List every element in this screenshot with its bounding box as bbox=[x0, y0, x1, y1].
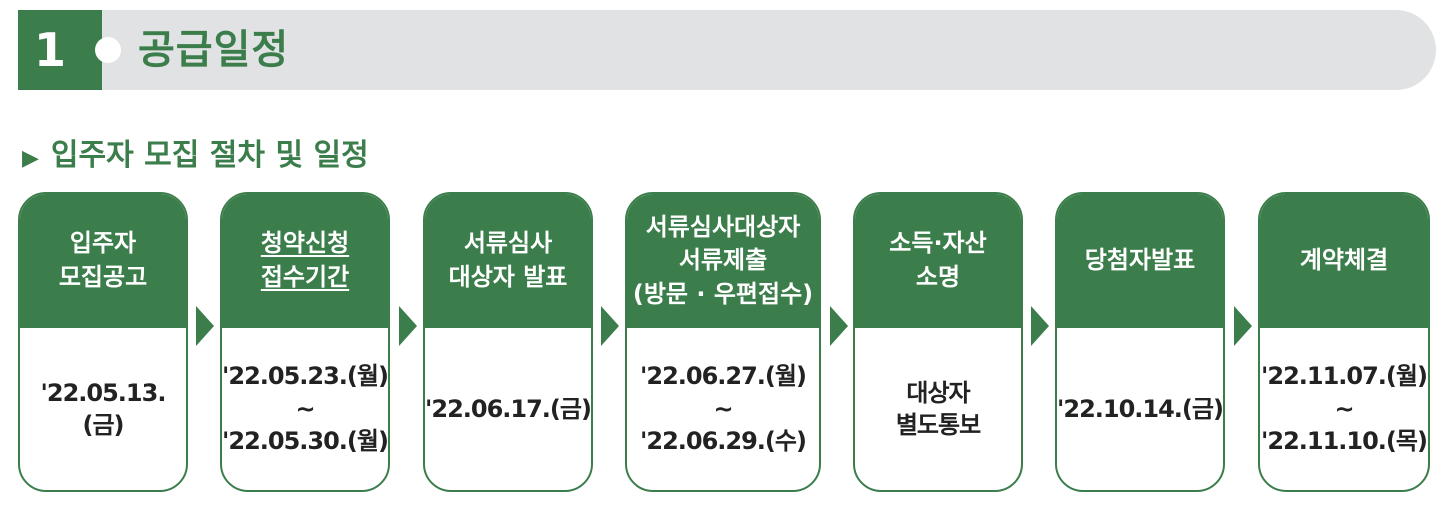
step-title: 소득·자산 소명 bbox=[855, 194, 1021, 328]
step-date: 대상자 별도통보 bbox=[895, 378, 981, 439]
step-date: '22.11.07.(월) ~ '22.11.10.(목) bbox=[1261, 362, 1428, 456]
step-card-application-period: 청약신청 접수기간 '22.05.23.(월) ~ '22.05.30.(월) bbox=[220, 192, 390, 492]
step-title: 계약체결 bbox=[1260, 194, 1428, 328]
step-title: 서류심사대상자 서류제출 (방문 · 우편접수) bbox=[627, 194, 819, 328]
arrow-right-icon bbox=[601, 306, 619, 346]
triangle-bullet-icon: ▶ bbox=[22, 146, 39, 171]
step-title: 입주자 모집공고 bbox=[20, 194, 186, 328]
arrow-right-icon bbox=[1031, 306, 1049, 346]
step-title: 서류심사 대상자 발표 bbox=[425, 194, 591, 328]
sub-heading: ▶ 입주자 모집 절차 및 일정 bbox=[22, 132, 369, 180]
step-card-recruitment-notice: 입주자 모집공고 '22.05.13. (금) bbox=[18, 192, 188, 492]
step-card-document-submission: 서류심사대상자 서류제출 (방문 · 우편접수) '22.06.27.(월) ~… bbox=[625, 192, 821, 492]
arrow-right-icon bbox=[830, 306, 848, 346]
arrow-right-icon bbox=[399, 306, 417, 346]
step-date: '22.10.14.(금) bbox=[1057, 394, 1223, 423]
arrow-right-icon bbox=[196, 306, 214, 346]
step-card-winner-announcement: 당첨자발표 '22.10.14.(금) bbox=[1055, 192, 1225, 492]
step-date: '22.06.17.(금) bbox=[425, 394, 591, 423]
step-title: 당첨자발표 bbox=[1057, 194, 1223, 328]
step-card-income-asset-clarification: 소득·자산 소명 대상자 별도통보 bbox=[853, 192, 1023, 492]
step-date: '22.05.13. (금) bbox=[40, 378, 167, 439]
step-date: '22.06.27.(월) ~ '22.06.29.(수) bbox=[640, 362, 807, 456]
step-card-document-review-announcement: 서류심사 대상자 발표 '22.06.17.(금) bbox=[423, 192, 593, 492]
step-date: '22.05.23.(월) ~ '22.05.30.(월) bbox=[222, 362, 388, 456]
arrow-right-icon bbox=[1234, 306, 1252, 346]
sub-heading-text: 입주자 모집 절차 및 일정 bbox=[50, 138, 369, 173]
section-dot-icon bbox=[95, 37, 121, 63]
section-number: 1 bbox=[33, 23, 66, 77]
section-number-badge: 1 bbox=[18, 10, 102, 90]
step-title: 청약신청 접수기간 bbox=[222, 194, 388, 328]
section-header-bar bbox=[18, 10, 1436, 90]
step-card-contract-signing: 계약체결 '22.11.07.(월) ~ '22.11.10.(목) bbox=[1258, 192, 1430, 492]
section-title: 공급일정 bbox=[138, 27, 290, 73]
